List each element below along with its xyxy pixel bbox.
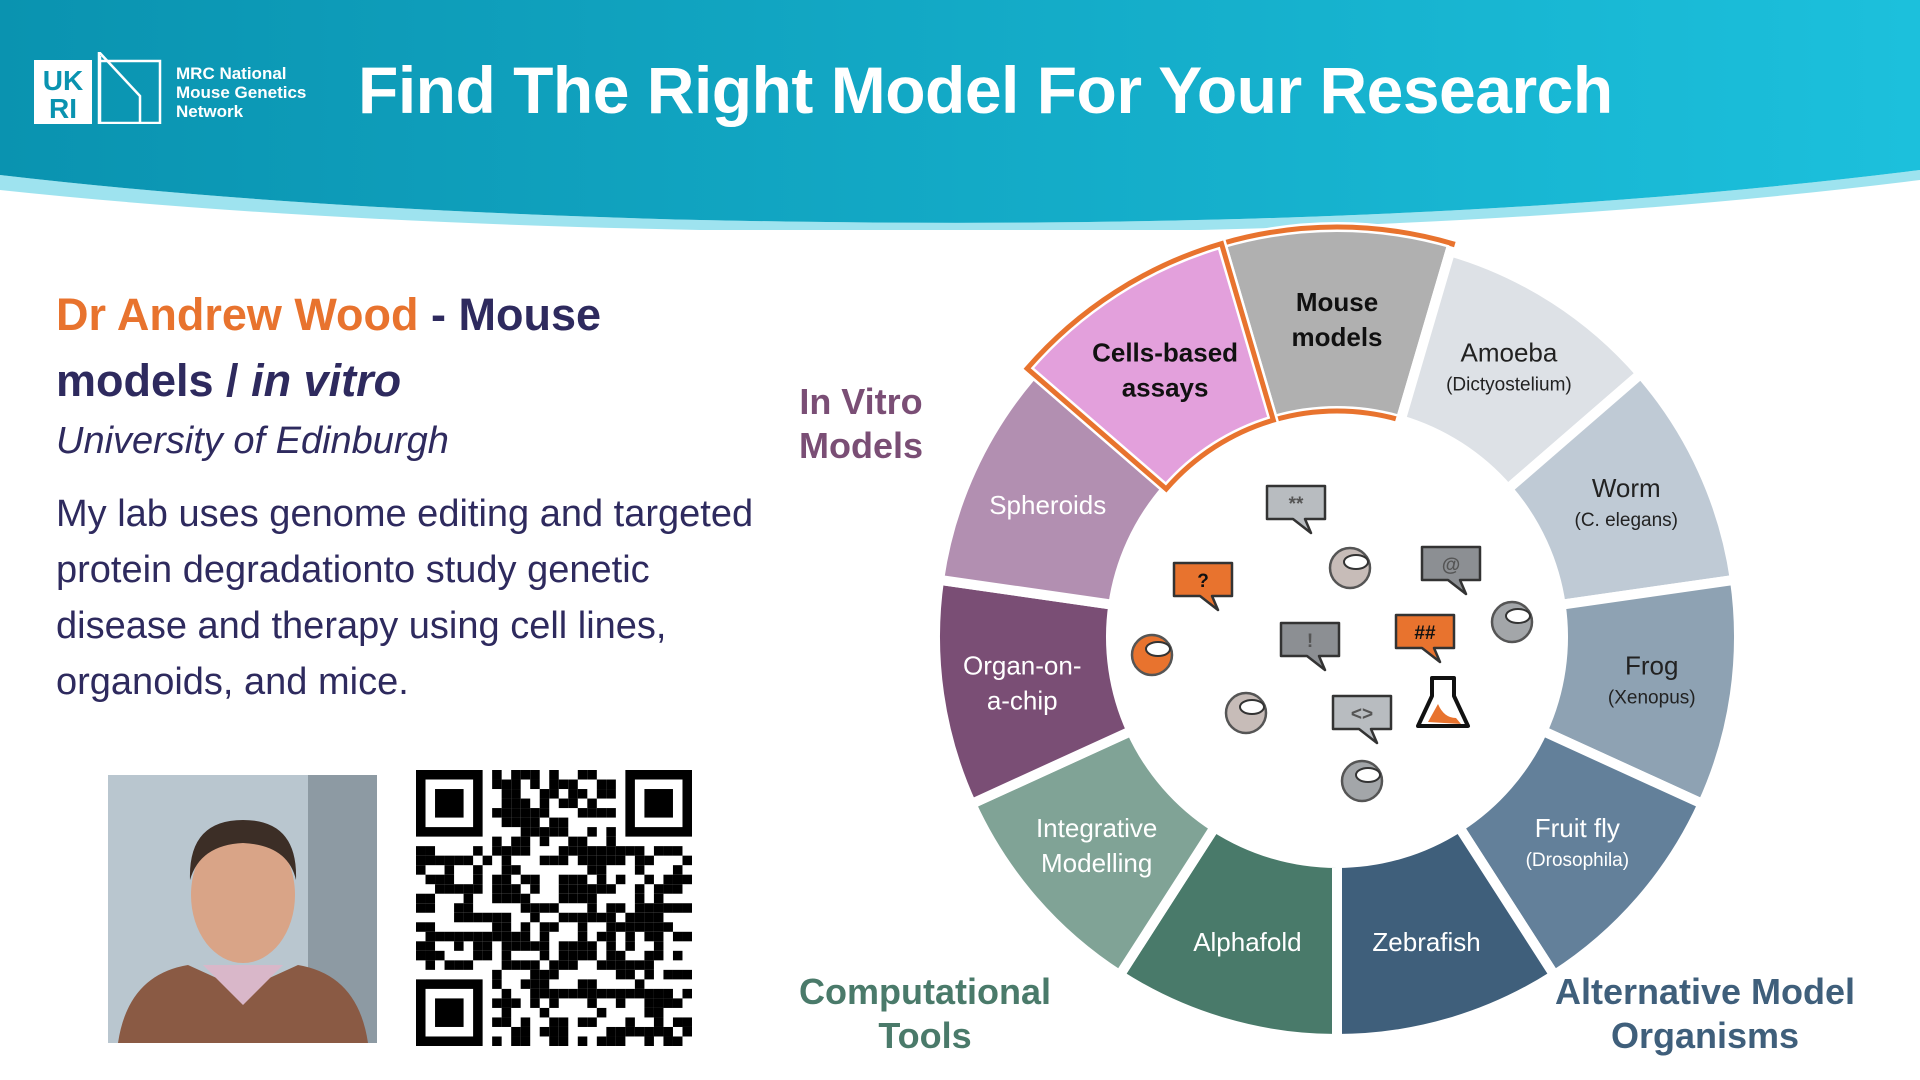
segment-label: Spheroids <box>989 490 1106 520</box>
fly-icon <box>1328 546 1372 590</box>
segment-label: Fruit fly <box>1535 813 1620 843</box>
segment-label: assays <box>1122 372 1209 402</box>
bio-text: My lab uses genome editing and targeted … <box>56 493 754 703</box>
wheel-segment[interactable]: Amoeba (Dictyostelium) <box>1394 245 1648 497</box>
frog-icon <box>1224 691 1268 735</box>
mouse-icon <box>1130 633 1174 677</box>
header-banner <box>0 0 1920 230</box>
category-in-vitro: In Vitro Models <box>798 381 923 466</box>
researcher-name: Dr Andrew Wood <box>56 289 419 340</box>
bubble-text: ? <box>1197 571 1209 592</box>
speech-bubble-icon: ## <box>1394 613 1456 664</box>
university: University of Edinburgh <box>56 420 449 462</box>
page-title: Find The Right Model For Your Research <box>358 53 1613 127</box>
fish-icon <box>1340 759 1384 803</box>
speech-bubble-icon: ? <box>1172 561 1234 612</box>
org-line: Mouse Genetics <box>176 83 307 102</box>
segment-label: a-chip <box>987 685 1058 715</box>
org-line: Network <box>176 102 244 121</box>
wheel-segment[interactable]: Cells-based assays <box>1020 237 1280 497</box>
bubble-text: @ <box>1442 555 1461 576</box>
segment-label: Mouse <box>1296 287 1378 317</box>
highlight-outline <box>1023 240 1277 493</box>
category-computational: Computational Tools <box>799 971 1051 1056</box>
highlight-outline <box>1218 224 1456 424</box>
wheel-segment[interactable]: Worm (C. elegans) <box>1500 366 1741 611</box>
wheel-segment[interactable]: Mouse models <box>1215 222 1459 427</box>
separator: - <box>418 289 459 340</box>
bubble-text: <> <box>1351 704 1373 725</box>
segment-label: Organ-on- <box>963 650 1082 680</box>
segment-label: Zebrafish <box>1372 927 1480 957</box>
org-name: MRC National Mouse Genetics Network <box>176 64 306 121</box>
researcher-heading: Dr Andrew Wood - Mouse models / in vitro <box>56 282 756 414</box>
speech-bubble-icon: ** <box>1265 484 1327 535</box>
svg-text:RI: RI <box>49 93 77 124</box>
svg-text:UK: UK <box>43 65 83 96</box>
segment-label: Worm <box>1592 473 1661 503</box>
ukri-logo: UK RI <box>34 52 162 124</box>
segment-sublabel: (Dictyostelium) <box>1446 374 1572 395</box>
topic: Mouse models / <box>56 289 601 406</box>
segment-label: Integrative <box>1036 813 1157 843</box>
bubble-text: ## <box>1414 623 1436 644</box>
bubble-text: ** <box>1289 494 1304 515</box>
segment-label: Cells-based <box>1092 337 1238 367</box>
segment-label: Frog <box>1625 650 1678 680</box>
speech-bubble-icon: @ <box>1420 545 1482 596</box>
org-line: MRC National <box>176 64 287 83</box>
segment-sublabel: (Drosophila) <box>1526 850 1629 871</box>
segment-label: Modelling <box>1041 848 1152 878</box>
segment-sublabel: (C. elegans) <box>1575 510 1679 531</box>
speech-bubble-icon: <> <box>1331 694 1393 745</box>
segment-label: Amoeba <box>1461 337 1558 367</box>
category-alternative: Alternative Model Organisms <box>1554 971 1856 1056</box>
segment-sublabel: (Xenopus) <box>1608 687 1696 708</box>
segment-label: models <box>1291 322 1382 352</box>
worm-icon <box>1490 600 1534 644</box>
speech-bubble-icon: ! <box>1279 621 1341 672</box>
qr-code[interactable] <box>416 769 692 1047</box>
researcher-photo <box>108 775 377 1043</box>
bubble-text: ! <box>1307 631 1313 652</box>
topic-italic: in vitro <box>251 355 402 406</box>
flask-icon <box>1416 676 1470 728</box>
segment-label: Alphafold <box>1193 927 1301 957</box>
